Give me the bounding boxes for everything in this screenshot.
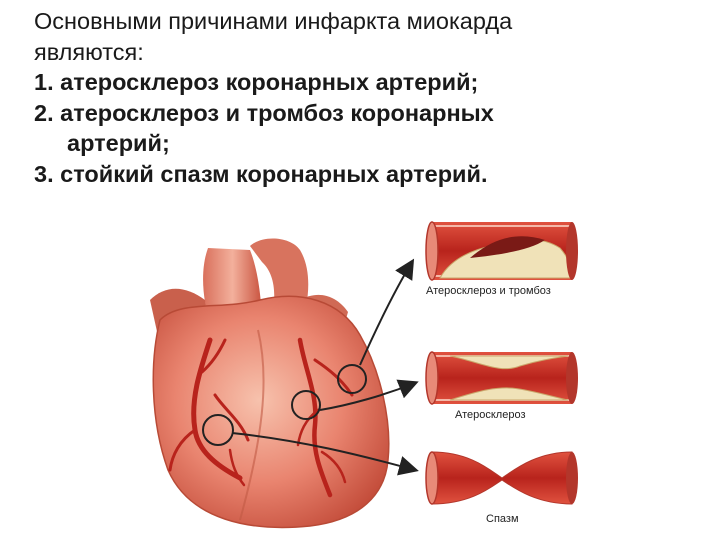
cause-item-2-continued: артерий; xyxy=(67,130,170,156)
causes-text: Основными причинами инфаркта миокарда яв… xyxy=(34,6,694,189)
arrow-to-atherosclerosis xyxy=(319,379,419,411)
panel-thrombosis: Атеросклероз и тромбоз xyxy=(425,221,578,297)
panel-spasm: Спазм xyxy=(425,451,578,525)
caption-atherosclerosis: Атеросклероз xyxy=(455,409,526,421)
cause-item-2: 2. атеросклероз и тромбоз коронарных xyxy=(34,99,494,126)
heart xyxy=(150,238,390,529)
intro-line-2: являются: xyxy=(34,38,144,65)
arrow-to-thrombosis xyxy=(359,258,415,366)
intro-line-1: Основными причинами инфаркта миокарда xyxy=(34,8,513,34)
panel-atherosclerosis: Атеросклероз xyxy=(425,351,578,421)
cause-item-1: 1. атеросклероз коронарных артерий; xyxy=(34,69,479,95)
caption-spasm: Спазм xyxy=(486,513,519,525)
cause-item-3: 3. стойкий спазм коронарных артерий. xyxy=(34,160,488,187)
caption-thrombosis: Атеросклероз и тромбоз xyxy=(426,285,551,297)
arrow-to-spasm xyxy=(231,432,419,476)
